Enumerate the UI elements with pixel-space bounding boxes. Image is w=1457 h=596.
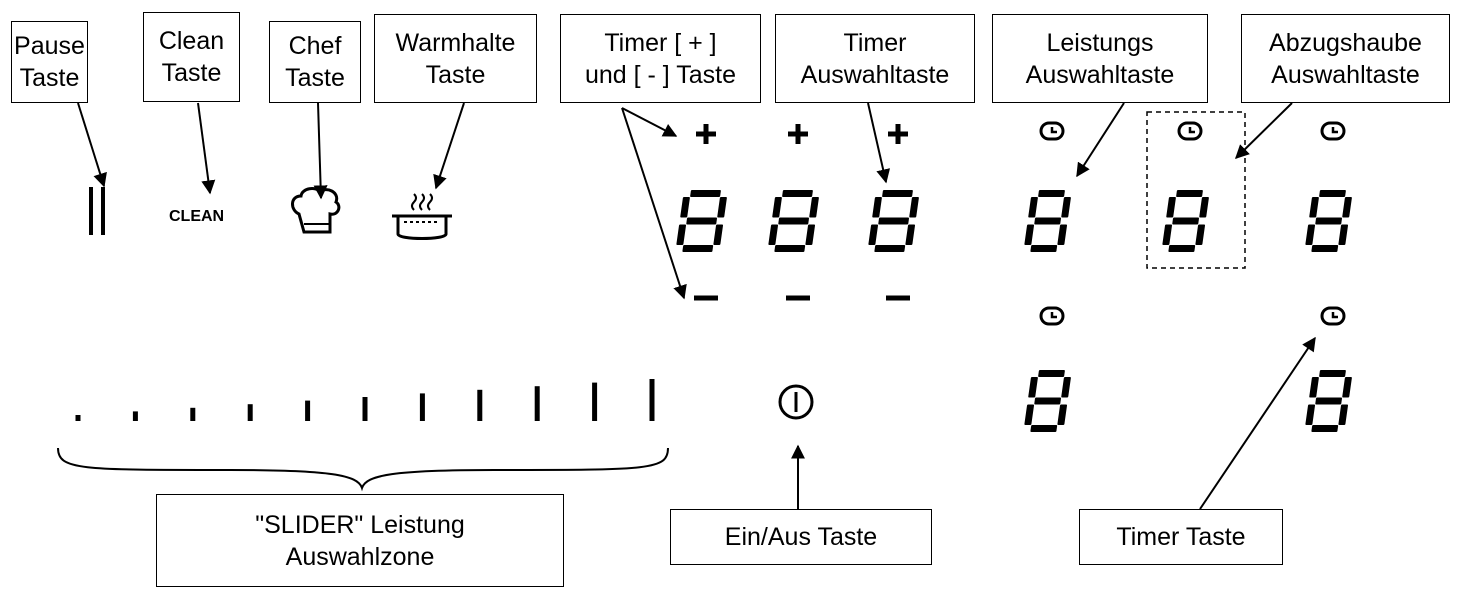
arrow-timer-minus — [621, 107, 687, 300]
pause-label-box: Pause Taste — [11, 21, 88, 103]
slider-level-mark — [190, 407, 196, 421]
slider-level-mark — [534, 386, 540, 421]
clean-label-box: Clean Taste — [143, 12, 240, 102]
arrow-clean — [197, 102, 216, 195]
timer-plusminus-label-box: Timer [ + ] und [ - ] Taste — [560, 14, 761, 103]
arrow-timer-key — [1199, 336, 1316, 510]
arrow-timer-plus — [621, 107, 678, 137]
timer-plus-key — [696, 124, 716, 144]
warm-label-box: Warmhalte Taste — [374, 14, 537, 103]
timer-plus-key — [788, 124, 808, 144]
power-select-label-box: Leistungs Auswahltaste — [992, 14, 1208, 103]
warming-pot-icon — [392, 193, 452, 240]
hood-select-label-box: Abzugshaube Auswahltaste — [1241, 14, 1450, 103]
slider-level-mark — [649, 379, 655, 421]
power-icon — [778, 384, 814, 420]
timer-digit-display — [868, 190, 919, 252]
rear-zone-power-display — [1024, 370, 1071, 432]
callout-arrows — [77, 102, 1316, 510]
zone-power-display — [1162, 190, 1209, 252]
cooktop-panel — [57, 111, 1352, 492]
slider-level-mark — [477, 389, 483, 421]
zone-timer-clock-icon — [1320, 121, 1346, 141]
slider-level-mark — [247, 404, 253, 421]
chef-label-box: Chef Taste — [269, 21, 361, 103]
chef-hat-icon — [291, 187, 341, 234]
slider-brace — [57, 447, 669, 492]
rear-zone-timer-clock-icon — [1320, 306, 1346, 326]
timer-minus-key — [886, 295, 910, 301]
timer-digit-display — [676, 190, 727, 252]
onoff-label-box: Ein/Aus Taste — [670, 509, 932, 565]
hood-zone-dashed-frame — [1146, 111, 1246, 269]
slider-level-mark — [362, 397, 368, 421]
slider-level-mark — [75, 415, 81, 421]
arrow-timer-select — [867, 102, 891, 184]
pause-icon — [89, 187, 93, 235]
slider-level-mark — [419, 393, 425, 421]
timer-minus-key — [786, 295, 810, 301]
arrow-warm — [433, 102, 465, 190]
zone-power-display — [1024, 190, 1071, 252]
slider-level-mark — [305, 400, 311, 421]
zone-power-display — [1305, 190, 1352, 252]
rear-zone-power-display — [1305, 370, 1352, 432]
slider-label-box: "SLIDER" Leistung Auswahlzone — [156, 494, 564, 587]
arrow-chef — [313, 102, 328, 200]
slider-level-mark — [132, 411, 138, 421]
slider-level-mark — [592, 382, 598, 421]
clean-button-text: CLEAN — [169, 208, 225, 225]
timer-key-label-box: Timer Taste — [1079, 509, 1283, 565]
arrow-hood-select — [1235, 102, 1293, 159]
zone-timer-clock-icon — [1177, 121, 1203, 141]
arrow-power-select — [1076, 102, 1125, 178]
pause-icon — [101, 187, 105, 235]
zone-timer-clock-icon — [1039, 121, 1065, 141]
timer-digit-display — [768, 190, 819, 252]
arrow-pause — [77, 102, 107, 188]
timer-minus-key — [694, 295, 718, 301]
timer-select-label-box: Timer Auswahltaste — [775, 14, 975, 103]
rear-zone-timer-clock-icon — [1039, 306, 1065, 326]
timer-plus-key — [888, 124, 908, 144]
